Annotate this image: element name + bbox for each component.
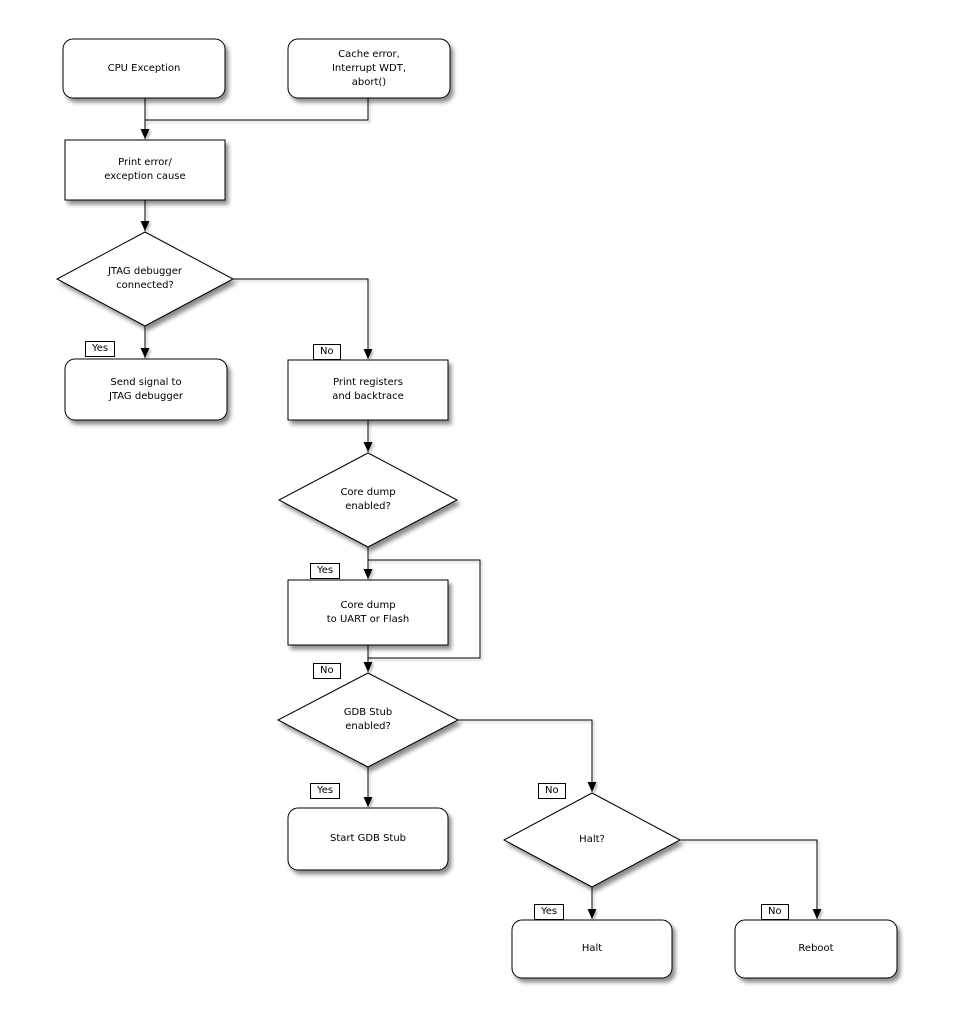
edge-label-gdb-no: No [538, 783, 566, 799]
node-halt-question-shape [502, 792, 682, 888]
edge-label-halt-yes: Yes [534, 904, 565, 920]
edge-label-halt-no: No [761, 904, 789, 920]
node-jtag-connected-shape [55, 231, 235, 327]
edge-jtag-no [233, 278, 373, 359]
node-gdb-enabled-shape [276, 672, 460, 768]
edges [140, 98, 822, 919]
node-start-gdb-shape [287, 807, 449, 871]
edge-label-jtag-no: No [313, 344, 341, 360]
edge-halt-no [680, 839, 822, 919]
edge-label-gdb-yes: Yes [310, 783, 341, 799]
edge-label-coredump-yes: Yes [310, 563, 341, 579]
node-cpu-exception-shape [62, 38, 226, 99]
node-reboot-shape [734, 919, 898, 979]
node-halt-shape [511, 919, 673, 979]
node-send-signal-shape [64, 358, 228, 421]
edge-coredump-bypass [368, 559, 481, 659]
node-core-dump-enabled-shape [277, 452, 459, 548]
node-print-registers-shape [287, 359, 449, 421]
node-core-dump-uart-shape [287, 579, 449, 646]
node-shapes [55, 38, 898, 979]
edge-label-jtag-yes: Yes [85, 341, 116, 357]
edge-cache-merge [145, 98, 369, 121]
edge-label-coredump-no: No [313, 663, 341, 679]
node-cache-error-shape [287, 38, 451, 99]
node-print-error-shape [64, 139, 226, 201]
edge-gdb-no [458, 719, 597, 792]
